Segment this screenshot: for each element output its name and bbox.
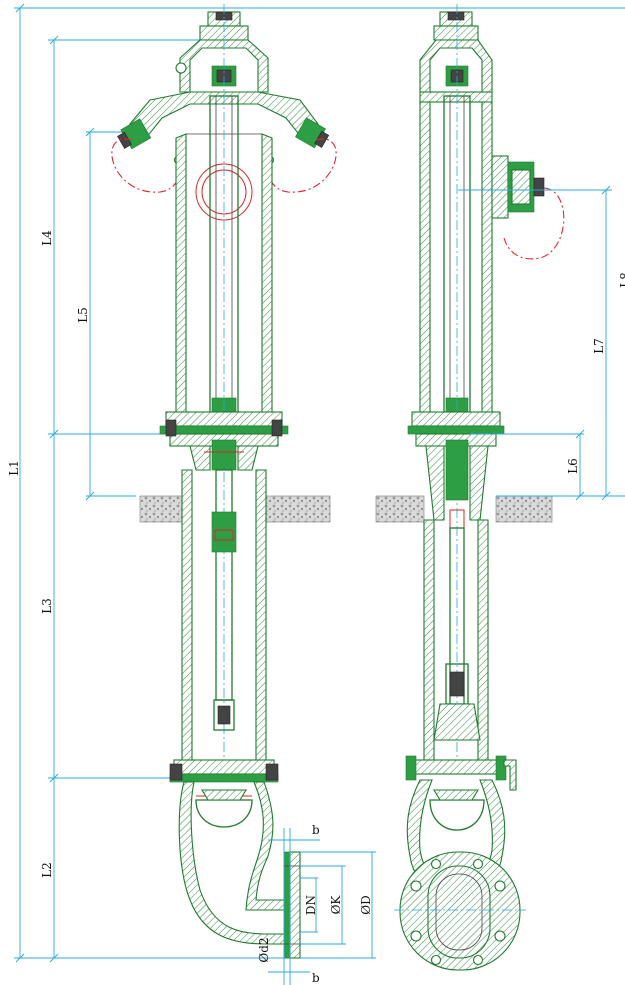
dim-label-b-top: b — [312, 823, 320, 837]
dimension-lines-right — [458, 185, 625, 501]
dim-label-l6: L6 — [566, 458, 580, 474]
dimension-lines-flange — [268, 828, 376, 985]
dim-label-dn: DN — [304, 895, 318, 915]
dim-label-od2: Ød2 — [257, 937, 271, 962]
hydrant-side-section — [394, 4, 565, 971]
ground-left-b — [261, 495, 331, 523]
ground-right-a — [375, 495, 425, 523]
ground-left-a — [139, 495, 185, 523]
dim-label-l4: L4 — [40, 230, 54, 246]
ground-right-b — [495, 495, 553, 523]
dim-label-l1: L1 — [7, 460, 21, 476]
dim-label-b-bottom: b — [312, 971, 320, 985]
dim-label-ok: ØK — [329, 895, 343, 915]
dim-label-l5: L5 — [76, 307, 90, 323]
dim-label-od: ØD — [359, 895, 373, 914]
dim-label-l8: L8 — [618, 272, 625, 288]
dim-label-l3: L3 — [40, 598, 54, 614]
dim-label-l2: L2 — [40, 862, 54, 878]
dimension-lines-left — [14, 3, 625, 963]
hydrant-front-section — [111, 4, 337, 959]
dim-label-l7: L7 — [592, 338, 606, 354]
